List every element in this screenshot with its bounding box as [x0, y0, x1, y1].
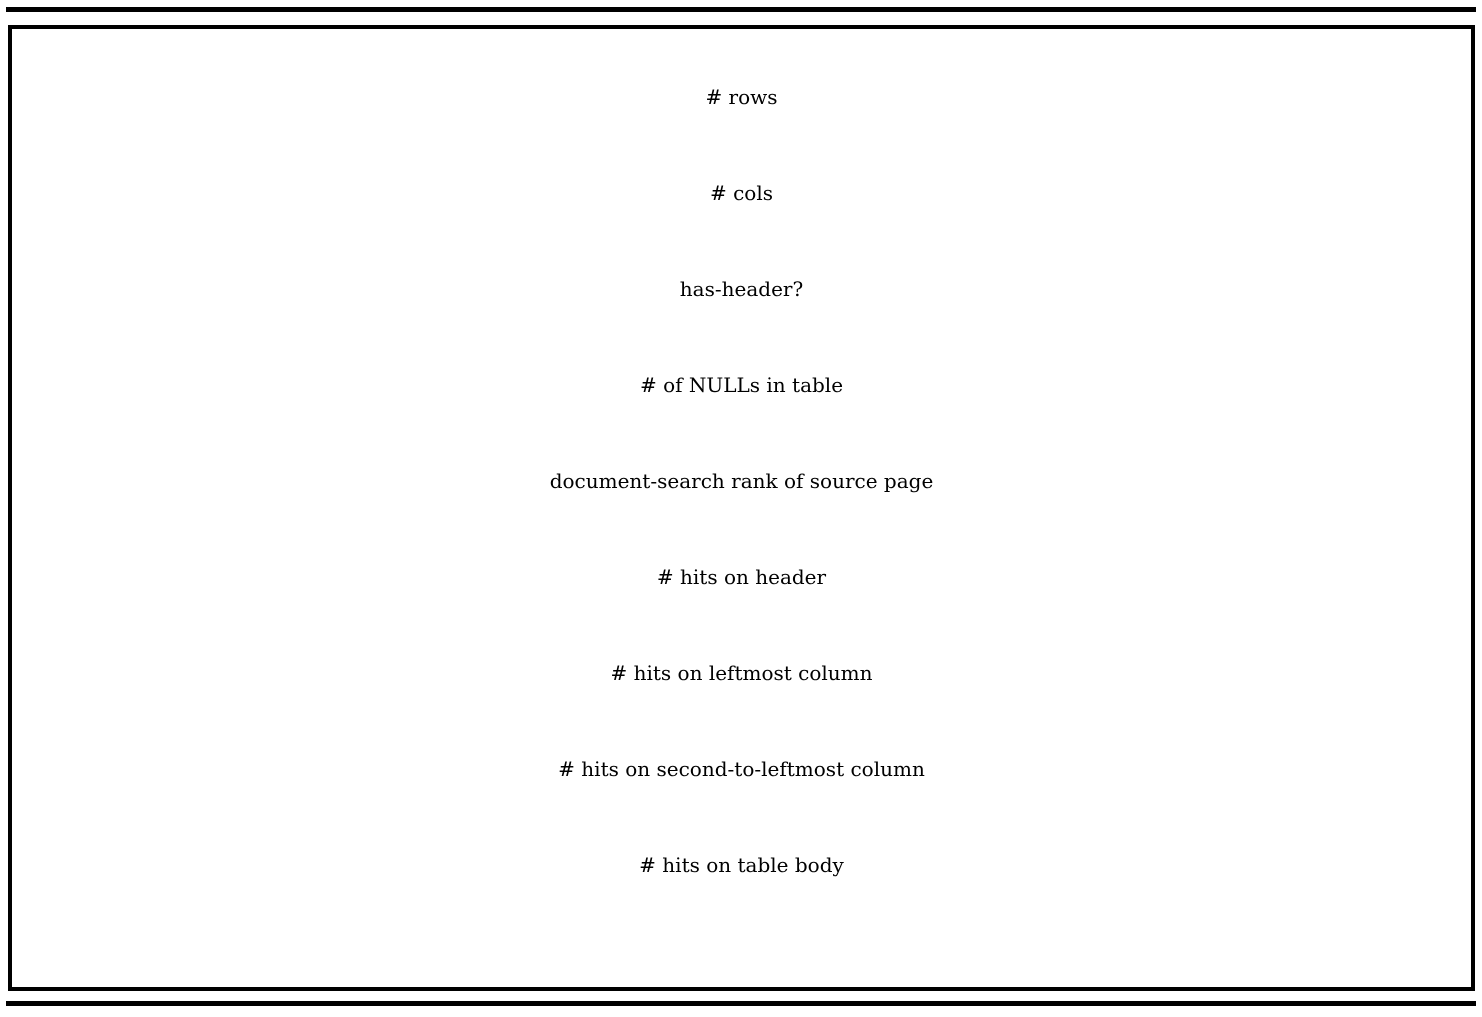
feature-list-box: # rows # cols has-header? # of NULLs in …	[8, 25, 1475, 991]
feature-line: has-header?	[679, 277, 804, 301]
feature-line: # hits on second-to-leftmost column	[558, 757, 925, 781]
feature-line: # of NULLs in table	[639, 373, 844, 397]
feature-line: document-search rank of source page	[549, 469, 934, 493]
feature-list: # rows # cols has-header? # of NULLs in …	[12, 49, 1471, 913]
feature-line: # cols	[709, 181, 774, 205]
feature-line: # hits on table body	[639, 853, 844, 877]
feature-line: # hits on leftmost column	[610, 661, 873, 685]
bottom-double-rule	[6, 1001, 1476, 1006]
feature-line: # hits on header	[656, 565, 827, 589]
feature-line: # rows	[705, 85, 778, 109]
top-double-rule	[6, 7, 1476, 12]
